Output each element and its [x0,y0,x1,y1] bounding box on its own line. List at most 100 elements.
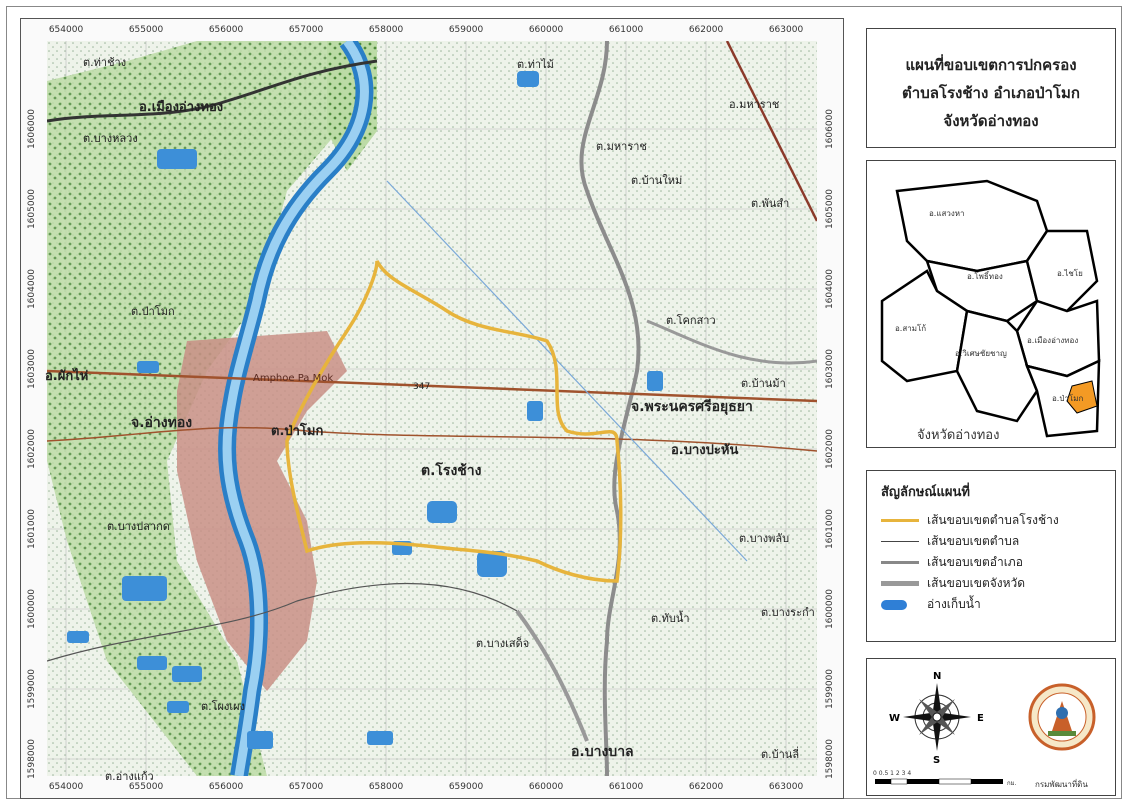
label-t-bang-rakam: ต.บางระกำ [761,606,815,619]
title-line3: จังหวัดอ่างทอง [943,112,1039,130]
x-tick-labels-top: 654000 655000 656000 657000 658000 65900… [21,19,843,41]
footer-panel: N S E W 0 0.5 1 2 3 4 กม. กรมพัฒนาที่ดิน [866,658,1116,796]
topographic-map [47,41,817,776]
index-label-5: อ.วิเศษชัยชาญ [955,349,1007,358]
x-tick: 662000 [688,25,724,35]
legend-title: สัญลักษณ์แผนที่ [881,485,970,500]
x-tick: 660000 [528,782,564,792]
canal [386,180,748,562]
y-tick: 1601000 [27,508,37,550]
y-tick: 1601000 [825,508,835,550]
main-map[interactable]: 654000 655000 656000 657000 658000 65900… [20,18,844,799]
x-tick: 663000 [768,25,804,35]
legend-swatch-water [881,599,907,610]
legend-panel: สัญลักษณ์แผนที่ เส้นขอบเขตตำบลโรงช้าง เส… [866,470,1116,642]
compass-e: E [977,713,984,724]
tambon-boundary-south [47,582,518,662]
label-ayutthaya: จ.พระนครศรีอยุธยา [631,399,753,415]
title-line1: แผนที่ขอบเขตการปกครอง [905,56,1077,74]
x-tick: 659000 [448,25,484,35]
urban-area [177,331,347,691]
index-label-0: อ.แสวงหา [929,209,965,218]
legend-label: อ่างเก็บน้ำ [927,597,981,611]
label-bang-ban: อ.บางบาล [571,744,634,760]
province-index-map: อ.แสวงหา อ.โพธิ์ทอง อ.ไชโย อ.สามโก้ อ.เม… [880,179,1101,443]
x-tick: 660000 [528,25,564,35]
index-caption: จังหวัดอ่างทอง [917,428,999,443]
index-label-6: อ.ป่าโมก [1052,393,1083,403]
x-tick: 656000 [208,782,244,792]
x-tick: 661000 [608,782,644,792]
label-t-ban-mai: ต.บ้านใหม่ [631,174,683,187]
label-mueang-ang-thong: อ.เมืองอ่างทอง [139,100,224,115]
label-a-phak-hai: อ.ผักไห่ [45,369,89,384]
label-t-pa-mok-north: ต.ป่าโมก [131,305,175,318]
label-t-khok-sao: ต.โคกสาว [666,314,716,327]
x-tick: 659000 [448,782,484,792]
y-tick: 1604000 [825,268,835,310]
legend-swatch-province [881,581,919,586]
legend-label: เส้นขอบเขตตำบล [927,534,1020,548]
y-tick: 1600000 [825,588,835,630]
index-map-panel: อ.แสวงหา อ.โพธิ์ทอง อ.ไชโย อ.สามโก้ อ.เม… [866,160,1116,448]
footer-graphics: N S E W 0 0.5 1 2 3 4 กม. กรมพัฒนาที่ดิน [873,671,1096,789]
x-tick: 662000 [688,782,724,792]
highway-north [47,59,378,123]
label-t-phong-pheng: ต.โผงเผง [201,700,245,713]
road-347 [47,369,817,403]
legend-item: เส้นขอบเขตตำบล [881,531,1101,552]
label-t-ang-kaeo: ต.อ่างแก้ว [105,770,154,783]
y-tick: 1605000 [825,188,835,230]
x-tick: 657000 [288,782,324,792]
legend-swatch-amphoe [881,561,919,564]
x-tick: 656000 [208,25,244,35]
y-tick: 1600000 [27,588,37,630]
y-tick: 1603000 [825,348,835,390]
y-tick: 1599000 [27,668,37,710]
legend-swatch-tambon [881,541,919,542]
scale-bar [875,778,1003,785]
x-tick: 655000 [128,25,164,35]
label-t-phansam: ต.พันสำ [751,197,790,210]
compass-w: W [889,713,900,724]
title-panel: แผนที่ขอบเขตการปกครอง ตำบลโรงช้าง อำเภอป… [866,28,1116,148]
legend-item: เส้นขอบเขตจังหวัด [881,573,1101,594]
district-boundary-east [646,319,817,365]
legend-item: เส้นขอบเขตอำเภอ [881,552,1101,573]
rong-chang-boundary [285,260,623,583]
highlight-rong-chang [1066,380,1098,414]
y-tick: 1606000 [27,108,37,150]
label-bang-pahan: อ.บางปะหัน [671,443,739,458]
y-tick: 1602000 [825,428,835,470]
x-tick-labels-bottom: 654000 655000 656000 657000 658000 65900… [21,776,843,798]
district-pa-mok [1024,359,1101,438]
water-ponds [67,71,663,749]
railway-east [725,41,817,222]
y-tick: 1602000 [27,428,37,470]
province-boundary [579,41,641,776]
title-line2: ตำบลโรงช้าง อำเภอป่าโมก [902,84,1080,102]
index-label-3: อ.สามโก้ [895,323,926,333]
y-tick: 1603000 [27,348,37,390]
y-tick: 1598000 [825,738,835,780]
x-tick: 663000 [768,782,804,792]
label-t-pa-mok: ต.ป่าโมก [271,424,324,439]
road-secondary [47,426,817,452]
label-t-thap-nam: ต.ทับน้ำ [651,612,690,625]
x-tick: 655000 [128,782,164,792]
legend-swatch-rong-chang [881,519,919,522]
legend-label: เส้นขอบเขตจังหวัด [927,576,1026,590]
river-inner [222,41,369,776]
district-sawaeng-ha [895,179,1049,273]
district-boundary-south [515,609,589,742]
index-label-2: อ.ไชโย [1057,268,1083,278]
label-road-347: 347 [413,382,431,392]
index-label-4: อ.เมืองอ่างทอง [1027,336,1078,345]
y-tick: 1598000 [27,738,37,780]
label-t-bang-phlap: ต.บางพลับ [739,532,790,545]
y-tick: 1606000 [825,108,835,150]
scale-text: 0 0.5 1 2 3 4 [873,770,911,777]
label-t-ban-ma: ต.บ้านม้า [741,377,786,390]
x-tick: 658000 [368,25,404,35]
label-t-tha-chang: ต.ท่าช้าง [83,56,127,69]
